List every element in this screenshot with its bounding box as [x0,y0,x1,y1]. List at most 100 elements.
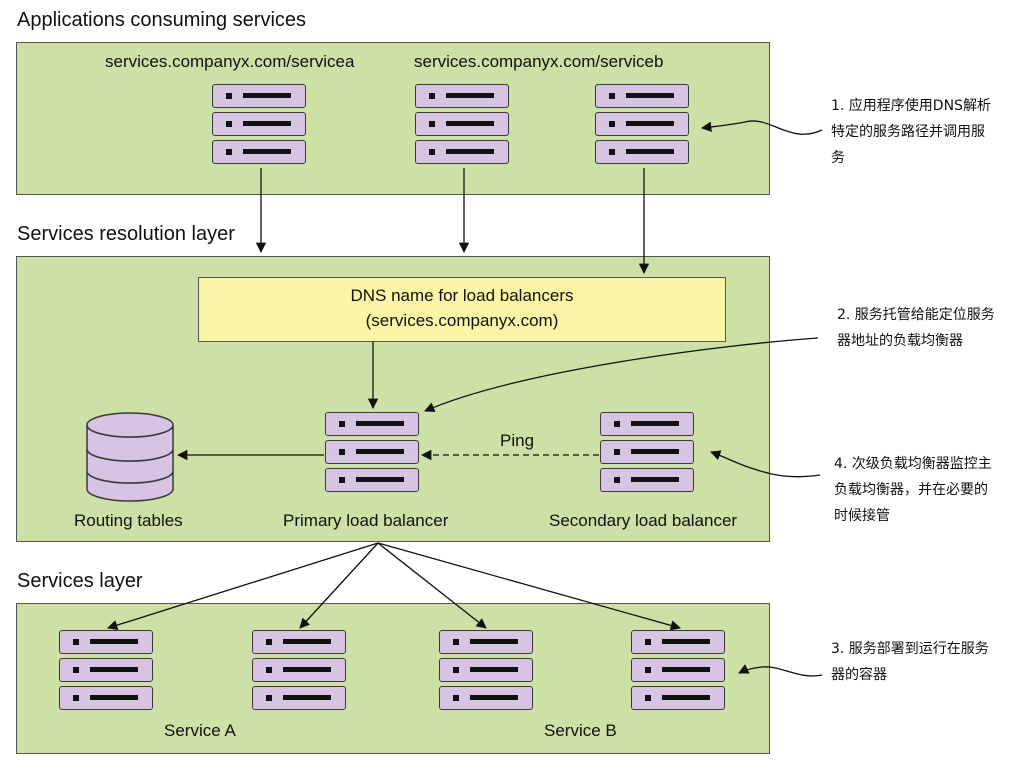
server-led-icon [609,149,615,155]
server-unit [631,686,725,710]
server-slot-icon [626,121,674,126]
app-server-3 [595,84,689,168]
server-led-icon [226,149,232,155]
dns-box-line2: (services.companyx.com) [365,311,559,330]
server-unit [439,686,533,710]
server-slot-icon [446,121,494,126]
note-1: 1. 应用程序使用DNS解析特定的服务路径并调用服务 [831,98,991,166]
server-led-icon [609,121,615,127]
server-unit [212,112,306,136]
server-led-icon [266,695,272,701]
server-led-icon [645,695,651,701]
note-2: 2. 服务托管给能定位服务器地址的负载均衡器 [837,307,995,349]
server-unit [252,658,346,682]
server-led-icon [429,149,435,155]
app-url-serviceb: services.companyx.com/serviceb [414,52,664,71]
server-unit [59,686,153,710]
server-led-icon [73,695,79,701]
server-slot-icon [356,421,404,426]
arrow-to-service-4 [377,542,682,631]
server-unit [59,658,153,682]
server-slot-icon [356,477,404,482]
server-led-icon [266,667,272,673]
server-led-icon [73,639,79,645]
server-unit [600,440,694,464]
server-unit [595,84,689,108]
server-unit [600,412,694,436]
server-led-icon [339,421,345,427]
server-unit [325,468,419,492]
server-slot-icon [631,421,679,426]
server-slot-icon [243,149,291,154]
callout-curve-1 [700,120,823,135]
server-unit [631,630,725,654]
server-slot-icon [662,667,710,672]
server-slot-icon [470,667,518,672]
server-led-icon [429,93,435,99]
note-3: 3. 服务部署到运行在服务器的容器 [831,641,989,683]
server-unit [439,658,533,682]
server-led-icon [429,121,435,127]
server-unit [600,468,694,492]
apps-layer-title: Applications consuming services [17,9,307,31]
resolution-layer-title: Services resolution layer [17,223,235,245]
app-url-servicea: services.companyx.com/servicea [105,52,355,71]
server-unit [252,630,346,654]
app-server-2 [415,84,509,168]
server-led-icon [453,695,459,701]
server-led-icon [339,449,345,455]
dns-box-line1: DNS name for load balancers [350,286,574,305]
server-led-icon [453,639,459,645]
server-led-icon [614,421,620,427]
server-led-icon [609,93,615,99]
arrow-to-service-1 [107,542,379,631]
server-slot-icon [631,449,679,454]
dns-box: DNS name for load balancers (services.co… [198,277,726,342]
secondary-load-balancer-server [600,412,694,496]
server-led-icon [614,449,620,455]
server-slot-icon [662,695,710,700]
server-unit [252,686,346,710]
server-slot-icon [446,149,494,154]
server-led-icon [645,667,651,673]
server-led-icon [453,667,459,673]
server-unit [415,112,509,136]
server-unit [631,658,725,682]
server-slot-icon [470,639,518,644]
server-slot-icon [283,667,331,672]
server-slot-icon [90,667,138,672]
server-slot-icon [446,93,494,98]
server-slot-icon [243,93,291,98]
callout-curve-2 [424,337,819,413]
server-led-icon [226,93,232,99]
service-server-3 [439,630,533,714]
server-slot-icon [283,695,331,700]
server-led-icon [73,667,79,673]
server-unit [595,112,689,136]
service-b-label: Service B [544,721,617,740]
server-unit [439,630,533,654]
server-unit [59,630,153,654]
server-led-icon [645,639,651,645]
service-server-2 [252,630,346,714]
service-a-label: Service A [164,721,236,740]
database-icon [86,412,174,502]
routing-tables-label: Routing tables [74,511,183,530]
arrow-to-service-2 [299,542,379,629]
server-led-icon [226,121,232,127]
ping-label: Ping [500,431,535,450]
primary-lb-label: Primary load balancer [283,511,449,530]
server-unit [212,84,306,108]
services-layer-title: Services layer [17,570,143,592]
server-led-icon [614,477,620,483]
primary-load-balancer-server [325,412,419,496]
server-slot-icon [243,121,291,126]
server-unit [325,412,419,436]
server-led-icon [266,639,272,645]
secondary-lb-label: Secondary load balancer [549,511,738,530]
note-4: 4. 次级负载均衡器监控主负载均衡器，并在必要的时候接管 [834,456,992,524]
service-server-1 [59,630,153,714]
server-unit [415,140,509,164]
server-slot-icon [283,639,331,644]
